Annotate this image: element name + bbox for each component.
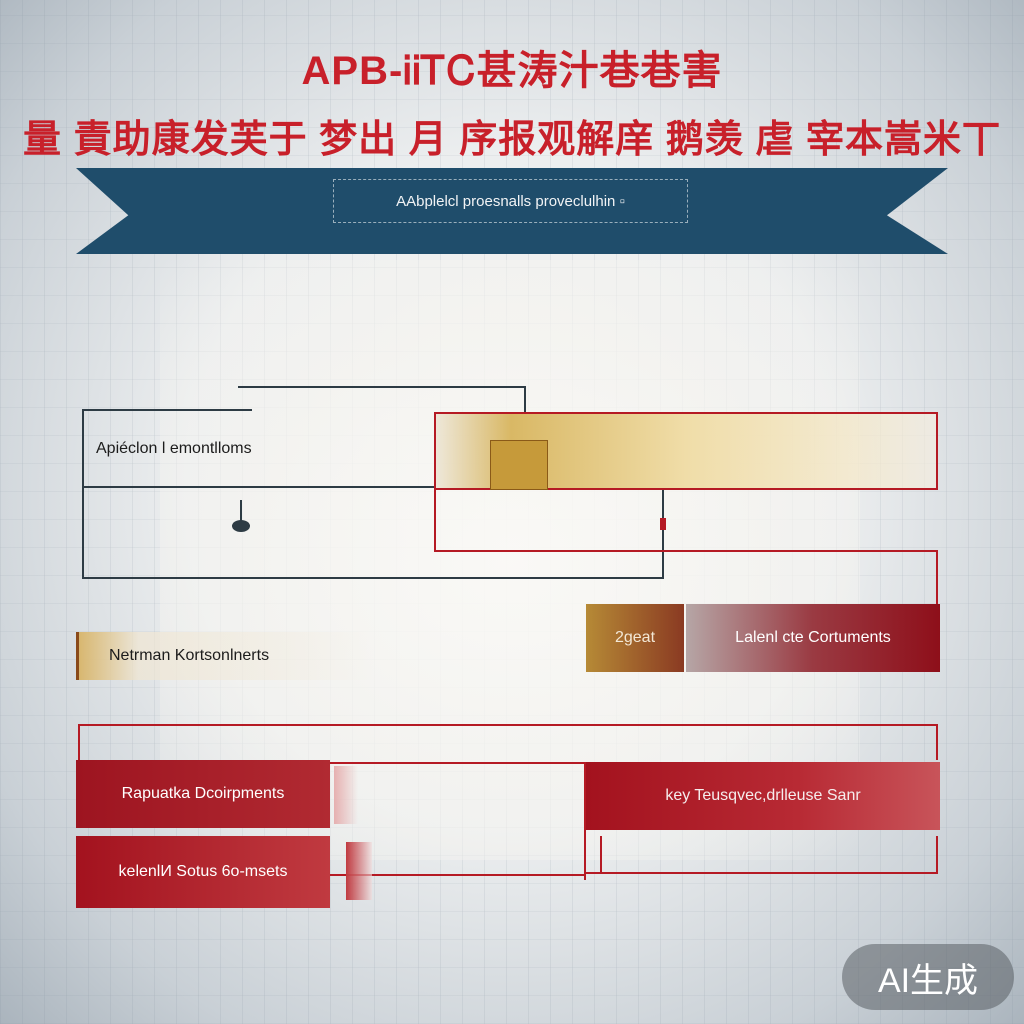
connector-lower-h xyxy=(330,874,586,876)
node-gold-small xyxy=(490,440,548,490)
ai-generated-badge: AI生成 xyxy=(842,944,1014,1010)
page-subtitle: 量 責助康发芙于 梦出 月 序报观解庠 鹅羡 虐 宰本嵩米丅 xyxy=(23,119,1001,161)
connector-key-frame-right xyxy=(936,836,938,874)
header-ribbon xyxy=(76,168,948,254)
connector-app-left xyxy=(82,409,84,579)
connector-mid-h xyxy=(330,762,586,764)
connector-red-frame-right xyxy=(936,550,938,606)
ribbon-caption: AAbplelcl proesnalls proveclulhin ▫ xyxy=(333,179,688,223)
connector-app-top xyxy=(82,409,252,411)
connector-bottom-left xyxy=(78,724,80,760)
connector-app-bottom xyxy=(82,486,434,488)
node-reputation: Rapuatka Dcoirpments xyxy=(76,760,330,828)
connector-right-v xyxy=(662,486,664,578)
node-application-label: Apiéclon l emontlloms xyxy=(96,440,252,457)
node-kernel: kelenlИ Sotus 6o-msets xyxy=(76,836,330,908)
connector-red-frame-bottom xyxy=(434,550,938,552)
connector-arrow-head xyxy=(232,520,250,532)
node-small-red-2 xyxy=(346,842,372,900)
connector-top-h xyxy=(238,386,526,388)
node-small: 2geat xyxy=(586,604,684,672)
node-small-red-1 xyxy=(334,766,358,824)
connector-mid-v xyxy=(584,762,586,880)
connector-key-frame-bottom xyxy=(586,872,938,874)
connector-down-arrow xyxy=(240,500,242,522)
node-latent: Lalenl cte Cortuments xyxy=(686,604,940,672)
connector-bottom-top xyxy=(78,724,938,726)
node-key: key Teusqvec,drlleuse Sanr xyxy=(586,762,940,830)
connector-app-base xyxy=(82,577,664,579)
connector-key-frame-left xyxy=(600,836,602,874)
connector-bottom-right xyxy=(936,724,938,760)
page-title: APB-ᎥᎥᎢᏟ甚涛汁巷巷害 xyxy=(301,49,723,93)
node-native-label: Netrman Kortsonlnerts xyxy=(76,632,376,680)
connector-red-drop xyxy=(660,518,666,530)
